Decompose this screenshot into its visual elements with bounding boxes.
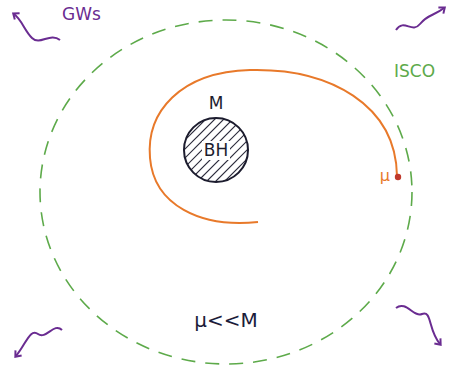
black-hole: MBH [182, 116, 250, 184]
gw-label: GWs [62, 6, 101, 23]
gw-waves [14, 8, 444, 356]
small-body [395, 174, 401, 180]
isco-circle [40, 20, 412, 364]
small-mass-label: μ [380, 168, 390, 184]
black-hole-label: BH [202, 141, 230, 160]
isco-label: ISCO [392, 62, 437, 81]
inspiral-orbit [150, 70, 397, 223]
mass-label: M [209, 95, 224, 112]
mass-ratio-label: μ<<M [194, 310, 258, 330]
